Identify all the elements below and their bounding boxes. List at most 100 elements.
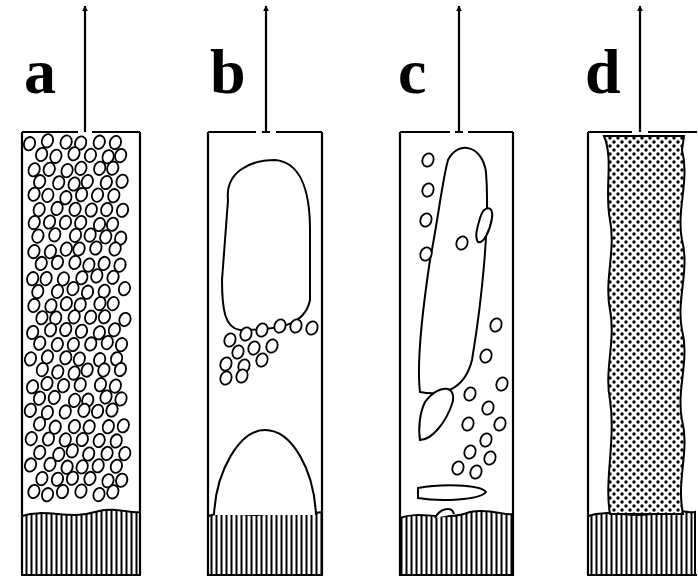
gas-bubble bbox=[76, 402, 91, 419]
gas-bubble bbox=[463, 444, 478, 461]
gas-bubble bbox=[106, 295, 121, 312]
gas-bubble bbox=[219, 356, 234, 373]
gas-bubble bbox=[66, 145, 81, 162]
gas-bubble bbox=[421, 182, 436, 199]
gas-bubble bbox=[463, 386, 478, 403]
gas-bubble bbox=[89, 268, 104, 285]
gas-bubble bbox=[289, 318, 304, 335]
gas-bubble bbox=[100, 334, 115, 351]
gas-bubble bbox=[114, 336, 129, 353]
gas-bubble bbox=[50, 364, 65, 381]
gas-bubble bbox=[115, 173, 130, 190]
gas-bubble bbox=[47, 389, 62, 406]
gas-bubble bbox=[30, 283, 45, 300]
gas-bubble bbox=[479, 432, 494, 449]
gas-bubble bbox=[30, 228, 45, 245]
gas-bubble bbox=[55, 483, 70, 500]
gas-bubble bbox=[235, 368, 250, 385]
gas-bubble bbox=[481, 400, 496, 417]
gas-bubble bbox=[82, 470, 97, 487]
gas-bubble bbox=[34, 309, 49, 326]
gas-bubble bbox=[493, 416, 508, 433]
gas-bubble bbox=[83, 147, 98, 164]
gas-bubble bbox=[91, 486, 106, 503]
gas-bubble bbox=[73, 377, 88, 394]
gas-bubble bbox=[461, 416, 476, 433]
gas-bubble bbox=[105, 160, 120, 177]
gas-bubble bbox=[50, 254, 65, 271]
gas-bubble bbox=[23, 402, 38, 419]
gas-bubble bbox=[479, 348, 494, 365]
gas-bubble bbox=[273, 318, 288, 335]
gas-bubble bbox=[116, 418, 131, 435]
gas-bubble bbox=[40, 187, 55, 204]
gas-bubble bbox=[58, 321, 73, 338]
gas-bubble bbox=[305, 320, 320, 337]
gas-bubble bbox=[92, 134, 107, 151]
gas-bubble bbox=[23, 457, 38, 474]
gas-bubble bbox=[27, 186, 42, 203]
gas-bubble bbox=[24, 430, 39, 447]
gas-bubble bbox=[113, 361, 128, 378]
gas-bubble bbox=[39, 270, 54, 287]
gas-bubble bbox=[84, 202, 99, 219]
gas-bubble bbox=[92, 160, 107, 177]
gas-bubble bbox=[67, 254, 82, 271]
gas-bubble bbox=[27, 214, 42, 231]
gas-bubble bbox=[106, 269, 121, 286]
gas-bubble bbox=[50, 336, 65, 353]
tube-walls bbox=[22, 132, 697, 575]
gas-bubble bbox=[105, 402, 120, 419]
annular-core bbox=[604, 136, 685, 514]
gas-bubble bbox=[101, 418, 116, 435]
gas-bubble bbox=[92, 432, 107, 449]
gas-bubble bbox=[74, 186, 89, 203]
gas-bubble bbox=[42, 161, 57, 178]
arrows bbox=[85, 6, 640, 132]
gas-bubble bbox=[239, 326, 254, 343]
gas-bubble bbox=[255, 322, 270, 339]
gas-slugs bbox=[214, 148, 492, 518]
gas-bubble bbox=[32, 416, 47, 433]
gas-bubble bbox=[99, 201, 114, 218]
gas-bubble bbox=[72, 241, 87, 258]
gas-bubble bbox=[34, 146, 49, 163]
gas-bubble bbox=[83, 336, 98, 353]
gas-bubbles bbox=[22, 133, 509, 503]
gas-bubble bbox=[419, 212, 434, 229]
gas-bubble bbox=[265, 338, 280, 355]
gas-bubble bbox=[65, 470, 80, 487]
gas-bubble bbox=[74, 323, 89, 340]
gas-bubble bbox=[66, 336, 81, 353]
gas-bubble bbox=[90, 187, 105, 204]
gas-bubble bbox=[26, 483, 41, 500]
gas-bubble bbox=[455, 235, 470, 252]
gas-bubble bbox=[96, 362, 111, 379]
gas-bubble bbox=[58, 404, 73, 421]
hatched-bases bbox=[22, 510, 695, 575]
gas-bubble bbox=[115, 202, 130, 219]
gas-bubble bbox=[22, 135, 37, 152]
gas-bubble bbox=[41, 431, 56, 448]
gas-bubble bbox=[42, 456, 57, 473]
gas-bubble bbox=[67, 418, 82, 435]
gas-bubble bbox=[73, 483, 88, 500]
gas-bubble bbox=[50, 283, 65, 300]
gas-bubble bbox=[26, 297, 41, 314]
gas-bubble bbox=[51, 174, 66, 191]
gas-bubble bbox=[90, 403, 105, 420]
gas-bubble bbox=[40, 133, 55, 150]
gas-bubble bbox=[489, 317, 504, 334]
gas-bubble bbox=[65, 280, 80, 297]
gas-bubble bbox=[32, 335, 47, 352]
gas-bubble bbox=[68, 227, 83, 244]
gas-bubble bbox=[39, 375, 54, 392]
gas-bubble bbox=[106, 187, 121, 204]
gas-bubble bbox=[73, 160, 88, 177]
gas-bubble bbox=[97, 308, 112, 325]
gas-bubble bbox=[105, 484, 120, 501]
gas-bubble bbox=[58, 214, 73, 231]
gas-bubble bbox=[47, 227, 62, 244]
gas-bubble bbox=[219, 370, 234, 387]
